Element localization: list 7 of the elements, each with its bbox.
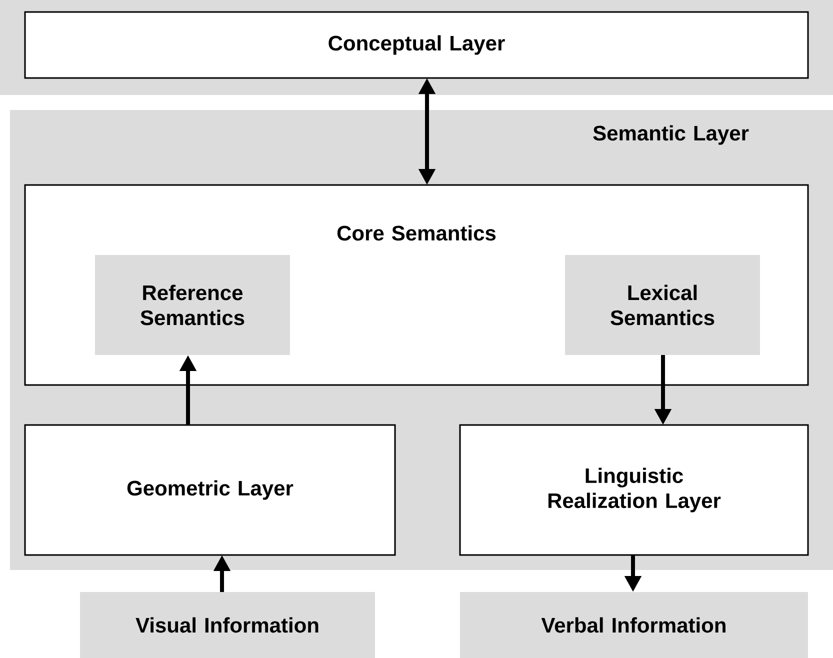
layer-box: Conceptual Layer: [24, 11, 809, 79]
shaded-box: Reference Semantics: [95, 255, 290, 355]
layer-box: Linguistic Realization Layer: [459, 424, 809, 556]
shaded-box: Verbal Information: [460, 592, 808, 658]
shaded-box: Visual Information: [80, 592, 375, 658]
shaded-box: Lexical Semantics: [565, 255, 760, 355]
layer-box: Geometric Layer: [24, 424, 396, 556]
